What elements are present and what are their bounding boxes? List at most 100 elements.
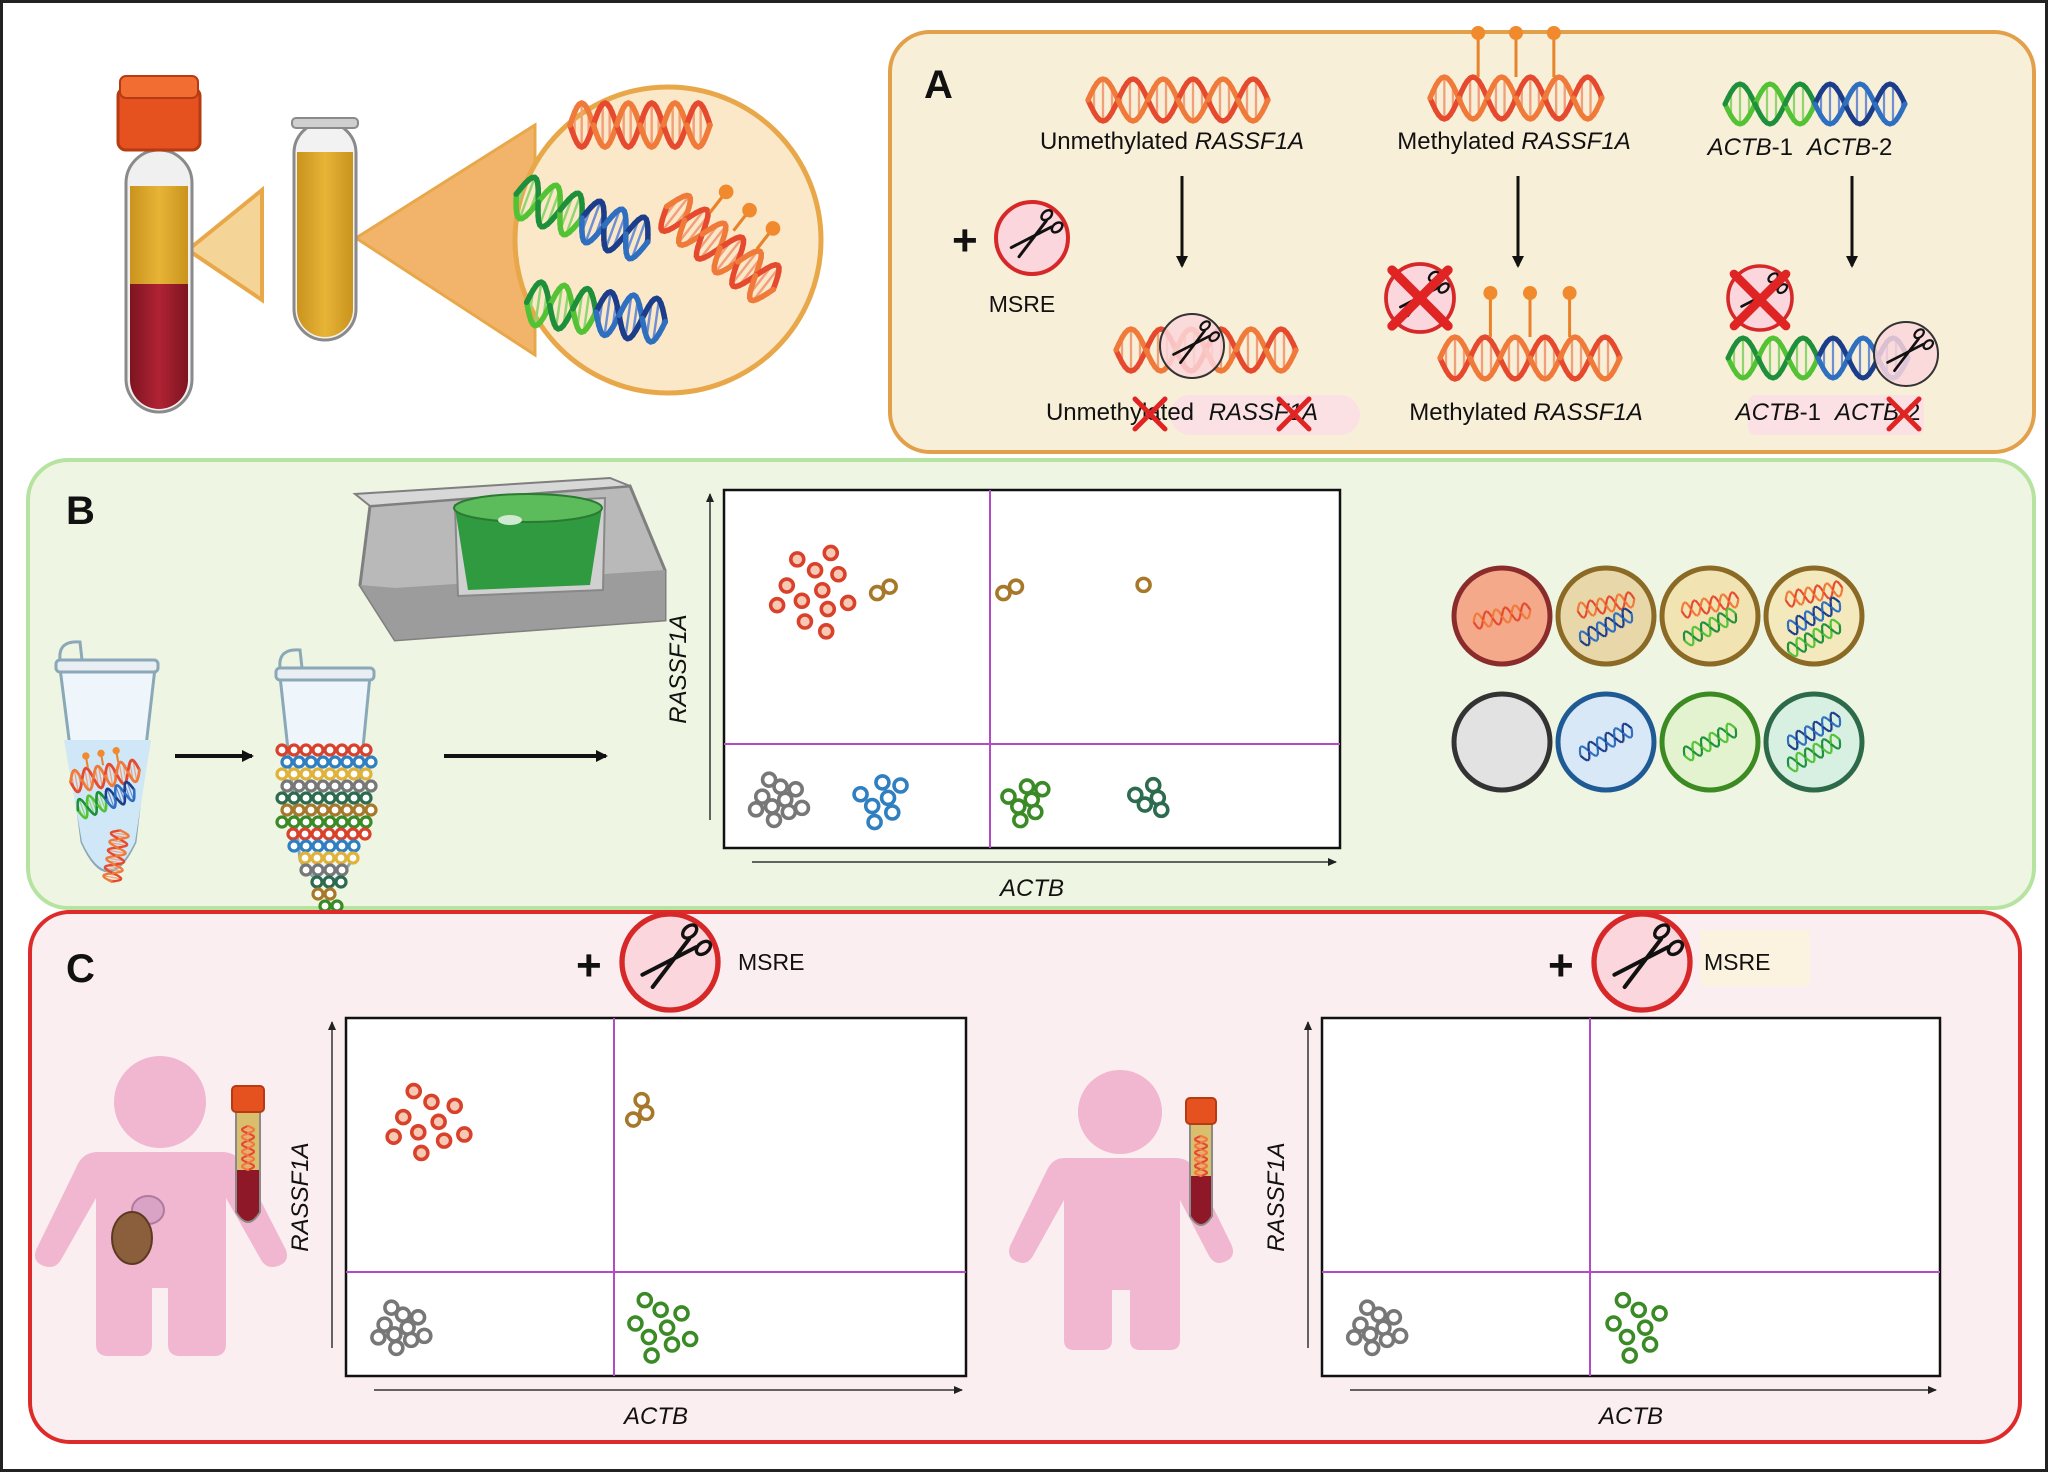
droplet	[335, 815, 349, 829]
droplet	[340, 755, 354, 769]
droplet-legend-item	[1451, 691, 1553, 793]
msre-label: MSRE	[738, 949, 804, 975]
dna-methylated-icon	[658, 184, 782, 304]
droplet-rassf1a-only	[814, 581, 831, 599]
droplet-actb-1-actb-2	[1127, 786, 1144, 804]
droplet-empty	[383, 1299, 400, 1316]
droplet-rassf1a-only	[830, 565, 847, 583]
droplet-rassf1a-only	[413, 1144, 430, 1162]
droplet-rassf1a-actb-1	[881, 578, 898, 595]
droplet-actb-only	[640, 1328, 658, 1346]
dna-unmethylated-icon	[567, 100, 713, 150]
droplet-actb-only	[658, 1319, 676, 1336]
droplet-rassf1a-only	[423, 1093, 440, 1111]
droplet-legend-item	[1763, 691, 1865, 793]
droplet	[316, 755, 330, 769]
droplet	[335, 839, 349, 853]
droplet	[347, 839, 361, 853]
droplet	[287, 791, 301, 805]
dna-methylated-intact-icon	[1437, 286, 1623, 382]
droplet	[311, 767, 325, 781]
dna-icon	[1786, 733, 1842, 773]
droplet	[334, 875, 348, 889]
droplet-rassf1a-actb-2	[1007, 578, 1025, 595]
y-axis-label: RASSF1A	[287, 1142, 314, 1251]
droplet	[346, 851, 360, 865]
droplet-empty	[765, 811, 783, 829]
cut-x-icon	[1276, 396, 1312, 432]
droplet	[364, 755, 378, 769]
droplet-empty	[772, 778, 789, 796]
droplet	[335, 863, 349, 877]
droplet-actb-only	[1630, 1301, 1648, 1319]
plus-sign: +	[952, 216, 978, 265]
droplet	[352, 755, 366, 769]
y-axis-label: RASSF1A	[1263, 1142, 1290, 1251]
scissors-cutting-icon	[1873, 321, 1939, 387]
pcr-tube-droplets-icon	[274, 648, 378, 913]
droplet	[310, 827, 324, 841]
droplet	[287, 767, 301, 781]
panel-a: A + MSRE Unmethylated RASSF1A Unmethylat…	[888, 26, 2036, 454]
droplet-empty	[1363, 1339, 1381, 1357]
droplet	[352, 803, 366, 817]
droplet	[275, 743, 289, 757]
droplet-actb-1-actb-2	[1136, 796, 1154, 813]
y-axis-label: RASSF1A	[665, 614, 692, 723]
droplet-actb-only	[1605, 1315, 1622, 1332]
droplet	[334, 827, 348, 841]
droplet	[323, 791, 337, 805]
healthy-person-icon	[1009, 1070, 1233, 1350]
highlight-band	[1170, 395, 1360, 435]
droplet	[304, 803, 318, 817]
msre-label: MSRE	[1704, 949, 1770, 975]
scissors-enzyme-icon	[1591, 911, 1693, 1013]
droplet-rassf1a-only	[385, 1128, 402, 1145]
droplet	[346, 827, 360, 841]
droplet-actb-only	[652, 1301, 669, 1319]
droplet	[347, 767, 361, 781]
droplet	[335, 743, 349, 757]
dna-in-tube-icon	[1194, 1135, 1208, 1177]
dna-actb-icon	[523, 279, 669, 345]
plus-sign: +	[1548, 941, 1574, 990]
droplet	[316, 779, 330, 793]
droplet-rassf1a-actb-2	[995, 584, 1012, 602]
dna-actb-icon	[1722, 81, 1908, 127]
droplet-empty	[388, 1339, 405, 1357]
panel-b: B	[26, 458, 2036, 913]
droplet-rassf1a-only	[768, 596, 786, 614]
droplet-rassf1a-only	[793, 592, 811, 610]
dna-in-tube-icon	[241, 1125, 255, 1171]
droplet	[292, 803, 306, 817]
droplet-actb-only	[1614, 1291, 1632, 1309]
droplet-rassf1a-only	[778, 577, 796, 594]
cut-x-icon	[1132, 396, 1168, 432]
droplet	[364, 779, 378, 793]
droplet	[323, 767, 337, 781]
droplet-actb-1-only	[1034, 780, 1051, 798]
droplet-empty	[787, 781, 804, 798]
droplet-actb-only	[663, 1336, 681, 1353]
unmethylated-rassf1a-cut-label: Unmethylated RASSF1A	[1046, 399, 1318, 426]
droplet	[340, 803, 354, 817]
droplet-actb-2-only	[892, 777, 909, 794]
droplet-actb-only	[636, 1291, 654, 1309]
droplet-actb-1-actb-2	[1152, 801, 1170, 819]
droplet-rassf1a-only	[456, 1126, 473, 1143]
droplet-empty	[760, 771, 778, 788]
droplet	[275, 791, 289, 805]
dna-icon	[1576, 591, 1636, 619]
droplet	[311, 743, 325, 757]
droplet	[299, 863, 313, 877]
droplet	[318, 899, 332, 913]
droplet-rassf1a-only	[788, 551, 806, 568]
dna-icon	[1786, 711, 1842, 751]
droplet	[299, 767, 313, 781]
droplet	[311, 839, 325, 853]
droplet	[316, 803, 330, 817]
droplet-actb-only	[1621, 1347, 1638, 1364]
droplet	[299, 839, 313, 853]
droplet-actb-2-only	[883, 804, 901, 821]
